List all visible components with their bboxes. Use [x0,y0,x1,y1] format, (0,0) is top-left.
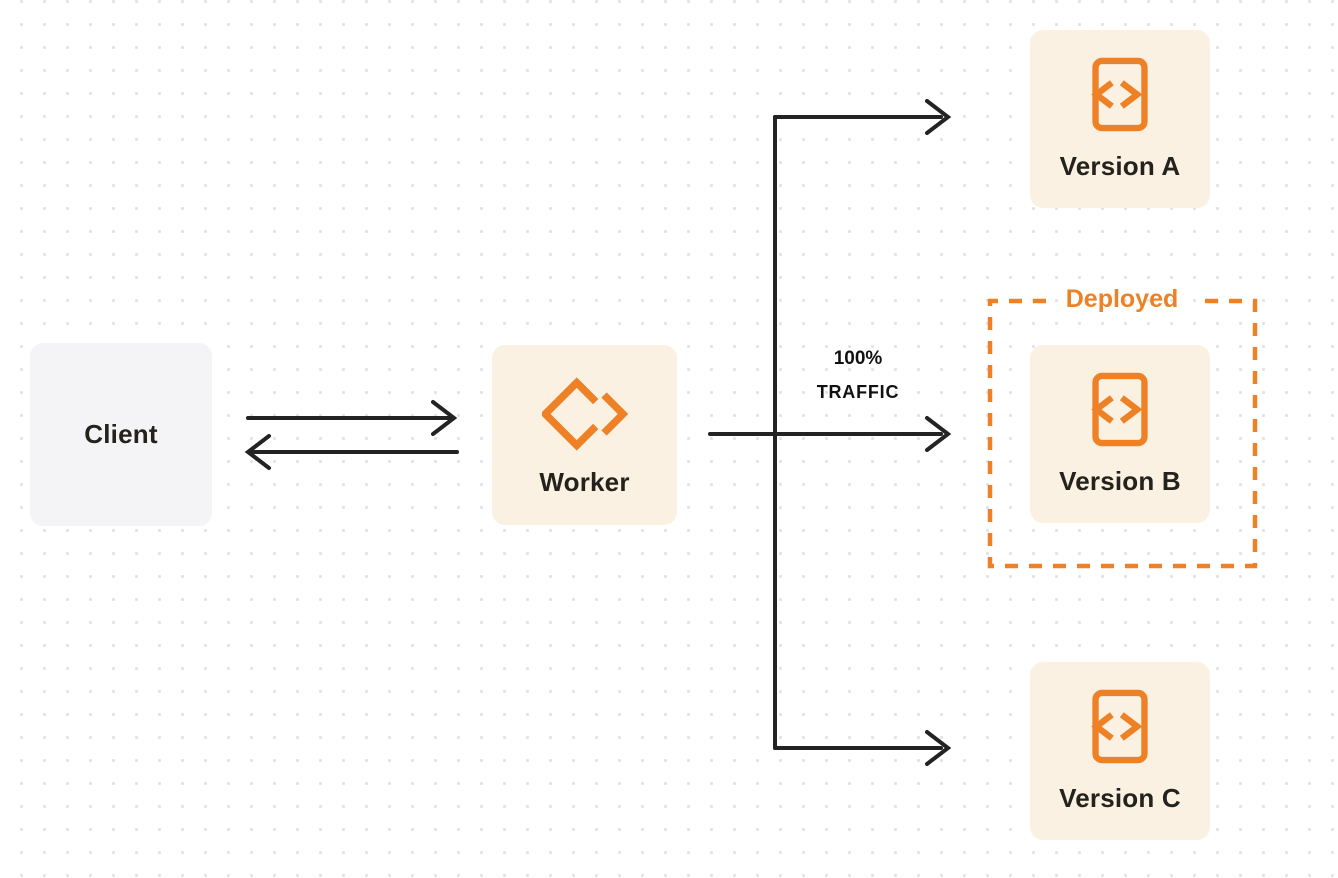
client-to-worker-arrowhead [431,400,458,436]
workers-logo-icon [541,373,628,455]
version-c-label: Version C [1059,783,1181,813]
client-label: Client [84,419,158,449]
branch-to-version-c-arrowhead [925,730,952,766]
traffic-percent-text: 100% [833,348,883,369]
code-file-icon [1091,56,1149,133]
deployed-label: Deployed [1065,285,1179,313]
version-b-label: Version B [1059,466,1181,496]
version-a-label: Version A [1059,151,1181,181]
worker-label: Worker [539,466,630,497]
branch-to-version-b-arrowhead [925,416,952,452]
worker-node: Worker [492,345,677,525]
traffic-label: 100% TRAFFIC [788,348,928,403]
version-a-node: Version A [1030,30,1210,208]
version-c-node: Version C [1030,662,1210,840]
worker-to-client-arrowhead [244,434,271,470]
branch-to-version-a-arrowhead [925,99,952,135]
code-file-icon [1091,688,1149,765]
code-file-icon [1091,371,1149,448]
version-b-node: Version B [1030,345,1210,523]
traffic-word-text: TRAFFIC [816,382,900,402]
client-node: Client [30,343,212,526]
